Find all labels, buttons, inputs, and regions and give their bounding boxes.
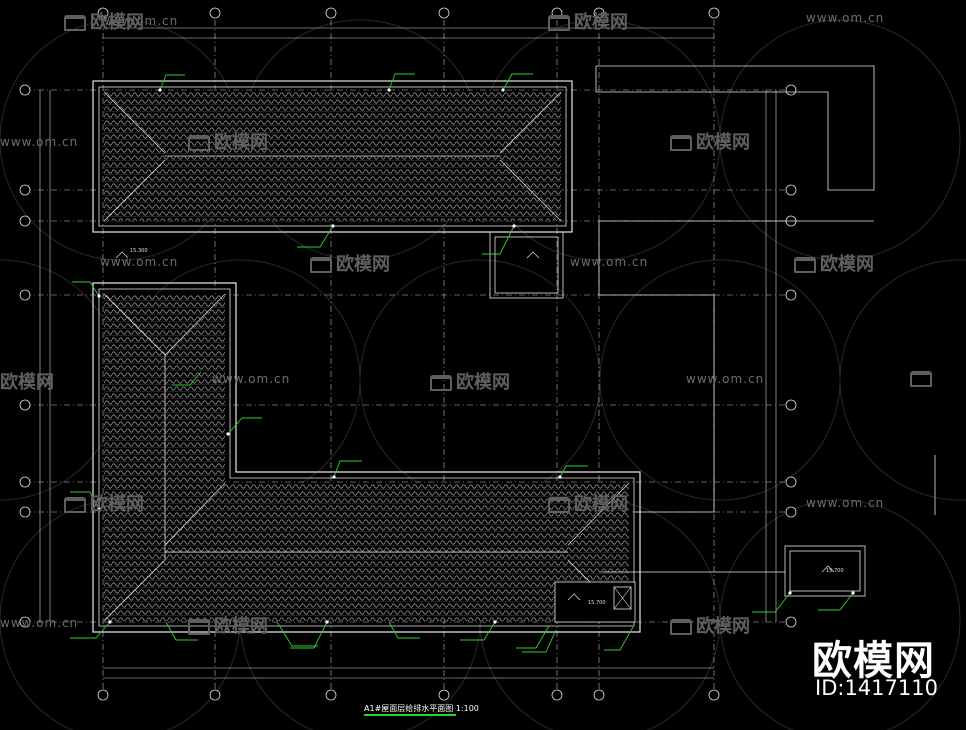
watermark-url: www.om.cn — [686, 372, 765, 386]
drawing-title: A1#屋面层给排水平面图 1:100 — [364, 703, 479, 714]
axis-bubbles — [19, 7, 797, 701]
watermark-url: www.om.cn — [806, 496, 885, 510]
elevation-label: 15.700 — [588, 600, 606, 606]
watermark-logo: 欧模网 — [188, 612, 268, 638]
elevation-marks — [115, 251, 835, 601]
lower-roof-block — [92, 282, 641, 633]
drawing-scale: 1:100 — [455, 704, 479, 713]
elevation-label: 15.300 — [130, 248, 148, 254]
watermark-logo-text: 欧模网 — [574, 12, 628, 33]
sofa-logo-icon — [188, 135, 210, 151]
watermark-logo: 欧模网 — [670, 612, 750, 638]
watermark-logo: 欧模网 — [670, 128, 750, 154]
drain-points — [97, 88, 855, 624]
watermark-url: www.om.cn — [570, 255, 649, 269]
watermark-url: www.om.cn — [806, 11, 885, 25]
watermark-logo — [910, 368, 936, 389]
sofa-logo-icon — [310, 257, 332, 273]
title-underline — [364, 714, 456, 716]
watermark-logo-text: 欧模网 — [696, 616, 750, 637]
watermark-url: www.om.cn — [0, 135, 79, 149]
sofa-logo-icon — [548, 15, 570, 31]
elevation-label: 15.700 — [826, 568, 844, 574]
drain-leaders — [70, 73, 854, 653]
watermark-logo: 欧模网 — [548, 8, 628, 34]
sofa-logo-icon — [430, 375, 452, 391]
sofa-logo-icon — [670, 619, 692, 635]
sofa-logo-icon — [910, 371, 932, 387]
watermark-logo-text: 欧模网 — [90, 12, 144, 33]
watermark-logo: 欧模网 — [310, 250, 390, 276]
watermark-logo-text: 欧模网 — [214, 132, 268, 153]
watermark-logo-text: 欧模网 — [456, 372, 510, 393]
watermark-logo-text: 欧模网 — [214, 616, 268, 637]
sofa-logo-icon — [548, 497, 570, 513]
sofa-logo-icon — [794, 257, 816, 273]
sofa-logo-icon — [188, 619, 210, 635]
watermark-logo: 欧模网 — [0, 368, 54, 394]
sofa-logo-icon — [64, 497, 86, 513]
watermark-logo-text: 欧模网 — [820, 254, 874, 275]
watermark-logo: 欧模网 — [64, 490, 144, 516]
drawing-title-text: A1#屋面层给排水平面图 — [364, 704, 454, 713]
watermark-url: www.om.cn — [100, 14, 179, 28]
watermark-logo: 欧模网 — [548, 490, 628, 516]
watermark-logo-text: 欧模网 — [0, 372, 54, 393]
watermark-logo: 欧模网 — [64, 8, 144, 34]
brand-id: ID:1417110 — [815, 676, 938, 700]
watermark-url: www.om.cn — [100, 255, 179, 269]
watermark-logo-text: 欧模网 — [574, 494, 628, 515]
watermark-logo: 欧模网 — [794, 250, 874, 276]
watermark-logo-text: 欧模网 — [696, 132, 750, 153]
watermark-url: www.om.cn — [212, 372, 291, 386]
watermark-logo: 欧模网 — [188, 128, 268, 154]
watermark-url: www.om.cn — [0, 616, 79, 630]
watermark-logo: 欧模网 — [430, 368, 510, 394]
brand-logo: 欧模网 — [812, 638, 935, 684]
watermark-logo-text: 欧模网 — [336, 254, 390, 275]
dimension-lines — [39, 27, 777, 679]
right-outlines — [489, 65, 936, 597]
upper-roof-block — [92, 80, 573, 233]
watermark-logo-text: 欧模网 — [90, 494, 144, 515]
sofa-logo-icon — [670, 135, 692, 151]
sofa-logo-icon — [64, 15, 86, 31]
